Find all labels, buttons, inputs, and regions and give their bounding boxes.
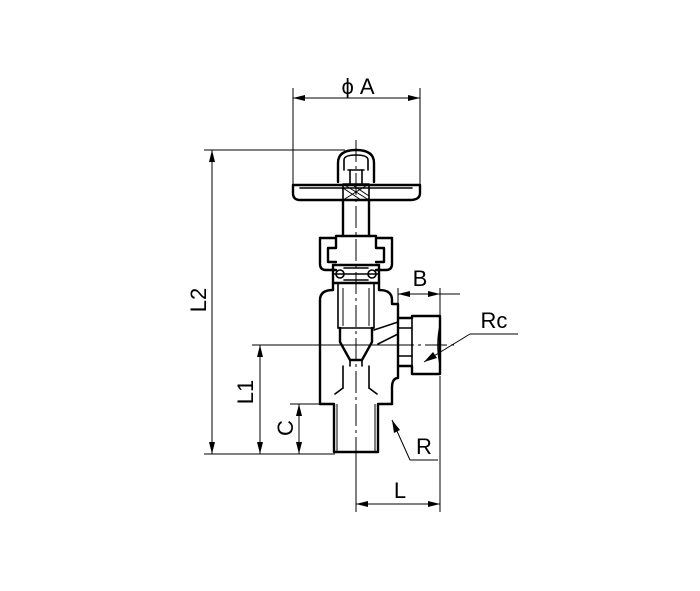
label-l: L bbox=[394, 478, 406, 503]
label-c: C bbox=[273, 420, 298, 436]
leader-r bbox=[391, 419, 438, 461]
leader-rc bbox=[423, 333, 518, 363]
dimension-l2 bbox=[204, 149, 345, 455]
label-b: B bbox=[413, 266, 428, 291]
dimension-phi-a bbox=[292, 88, 421, 190]
dimension-l1 bbox=[252, 344, 395, 454]
label-l1: L1 bbox=[233, 380, 258, 404]
label-r: R bbox=[416, 434, 432, 459]
label-l2: L2 bbox=[186, 288, 211, 312]
valve-body bbox=[291, 148, 442, 454]
dimension-l bbox=[355, 376, 441, 512]
dimension-c bbox=[290, 403, 325, 454]
label-rc: Rc bbox=[481, 308, 508, 333]
label-phi-a: ϕ A bbox=[341, 74, 374, 99]
dimension-b bbox=[397, 288, 460, 318]
center-lines bbox=[355, 140, 455, 510]
